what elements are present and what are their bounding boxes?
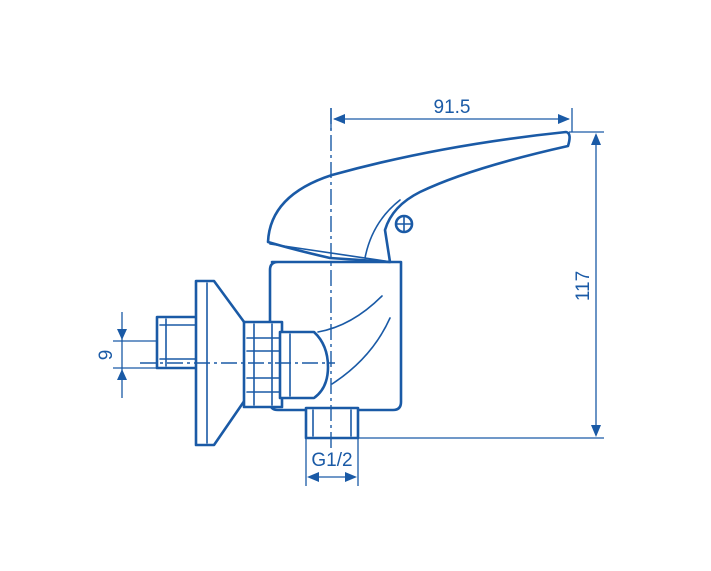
dimension-height: 117 — [359, 131, 604, 439]
inlet-pipe — [155, 315, 201, 370]
arrow-left-icon — [307, 472, 319, 482]
height-label: 117 — [573, 271, 594, 301]
inlet-label: 9 — [96, 350, 117, 361]
arrow-down-icon — [117, 329, 127, 340]
width-label: 91.5 — [434, 97, 471, 118]
arrow-down-icon — [591, 425, 601, 437]
dimension-width: 91.5 — [330, 97, 573, 132]
lever-handle — [266, 130, 571, 264]
arrow-right-icon — [345, 472, 357, 482]
arrow-right-icon — [558, 114, 570, 124]
outlet-label: G1/2 — [311, 450, 352, 471]
faucet-outline — [140, 108, 571, 450]
dimension-outlet: G1/2 — [305, 438, 359, 486]
outlet-pipe — [304, 406, 360, 440]
arrow-left-icon — [333, 114, 345, 124]
hex-nut — [242, 320, 284, 409]
arrow-up-icon — [117, 369, 127, 380]
arrow-up-icon — [591, 133, 601, 145]
inlet-collar — [278, 330, 330, 400]
dimension-inlet: 9 — [96, 312, 157, 398]
